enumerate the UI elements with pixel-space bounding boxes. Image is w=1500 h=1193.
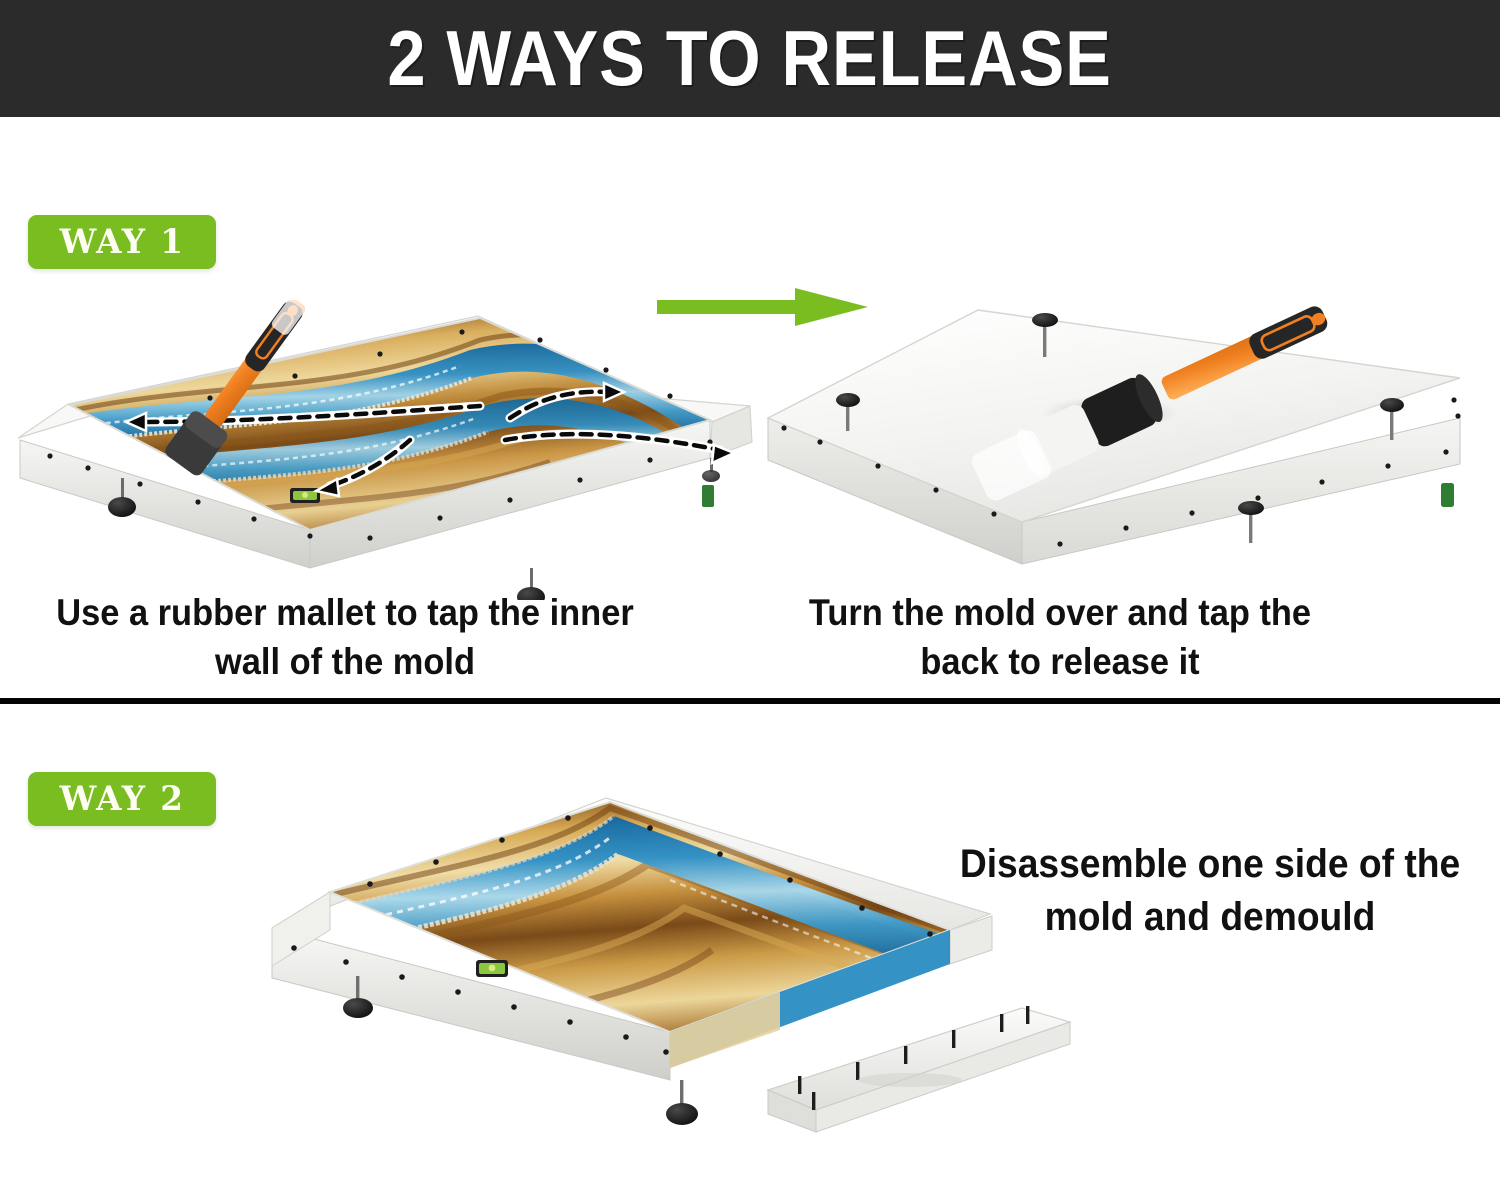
way-1-badge-label: WAY 1 xyxy=(59,222,185,262)
mold-open-side-photo xyxy=(250,780,1080,1180)
mold-latch-right xyxy=(702,485,714,507)
flipped-mold-screw-dots xyxy=(781,397,1461,547)
caption-way2-step1: Disassemble one side of the mold and dem… xyxy=(959,842,1461,939)
mold2-screw-dots xyxy=(291,815,933,1055)
caption-way1-step1: Use a rubber mallet to tap the inner wal… xyxy=(56,592,634,683)
flipped-mold-latch xyxy=(1441,483,1454,507)
flipped-mold-side-front xyxy=(1021,417,1461,565)
rubber-mallet-icon xyxy=(165,300,320,476)
rubber-mallet-icon-2 xyxy=(972,306,1328,501)
mold-illustration-way1-step2 xyxy=(766,306,1461,565)
rubber-feet xyxy=(108,458,720,600)
mold-illustration-way1-step1 xyxy=(17,300,753,600)
mold-illustration-way2 xyxy=(271,797,1072,1133)
way-2-badge: WAY 2 xyxy=(28,772,216,826)
way-2-badge-label: WAY 2 xyxy=(59,779,185,819)
page-title: 2 WAYS TO RELEASE xyxy=(387,14,1113,102)
bubble-level-icon xyxy=(290,488,320,503)
caption-way1-step2: Turn the mold over and tap the back to r… xyxy=(808,592,1312,683)
mold-screw-dots xyxy=(47,329,713,541)
bubble-level-icon-2 xyxy=(476,960,508,977)
way-1-badge: WAY 1 xyxy=(28,215,216,269)
section-divider xyxy=(0,698,1500,704)
green-right-arrow-icon xyxy=(657,288,868,326)
header-bar: 2 WAYS TO RELEASE xyxy=(0,0,1500,117)
rubber-feet-2 xyxy=(343,976,698,1125)
mold-with-mallet-photo xyxy=(10,300,770,600)
detached-side-wall-panel xyxy=(766,1006,1072,1133)
flipped-rubber-feet xyxy=(836,313,1404,543)
green-arrow-connector xyxy=(655,278,870,336)
flipped-mold-photo xyxy=(760,268,1500,588)
